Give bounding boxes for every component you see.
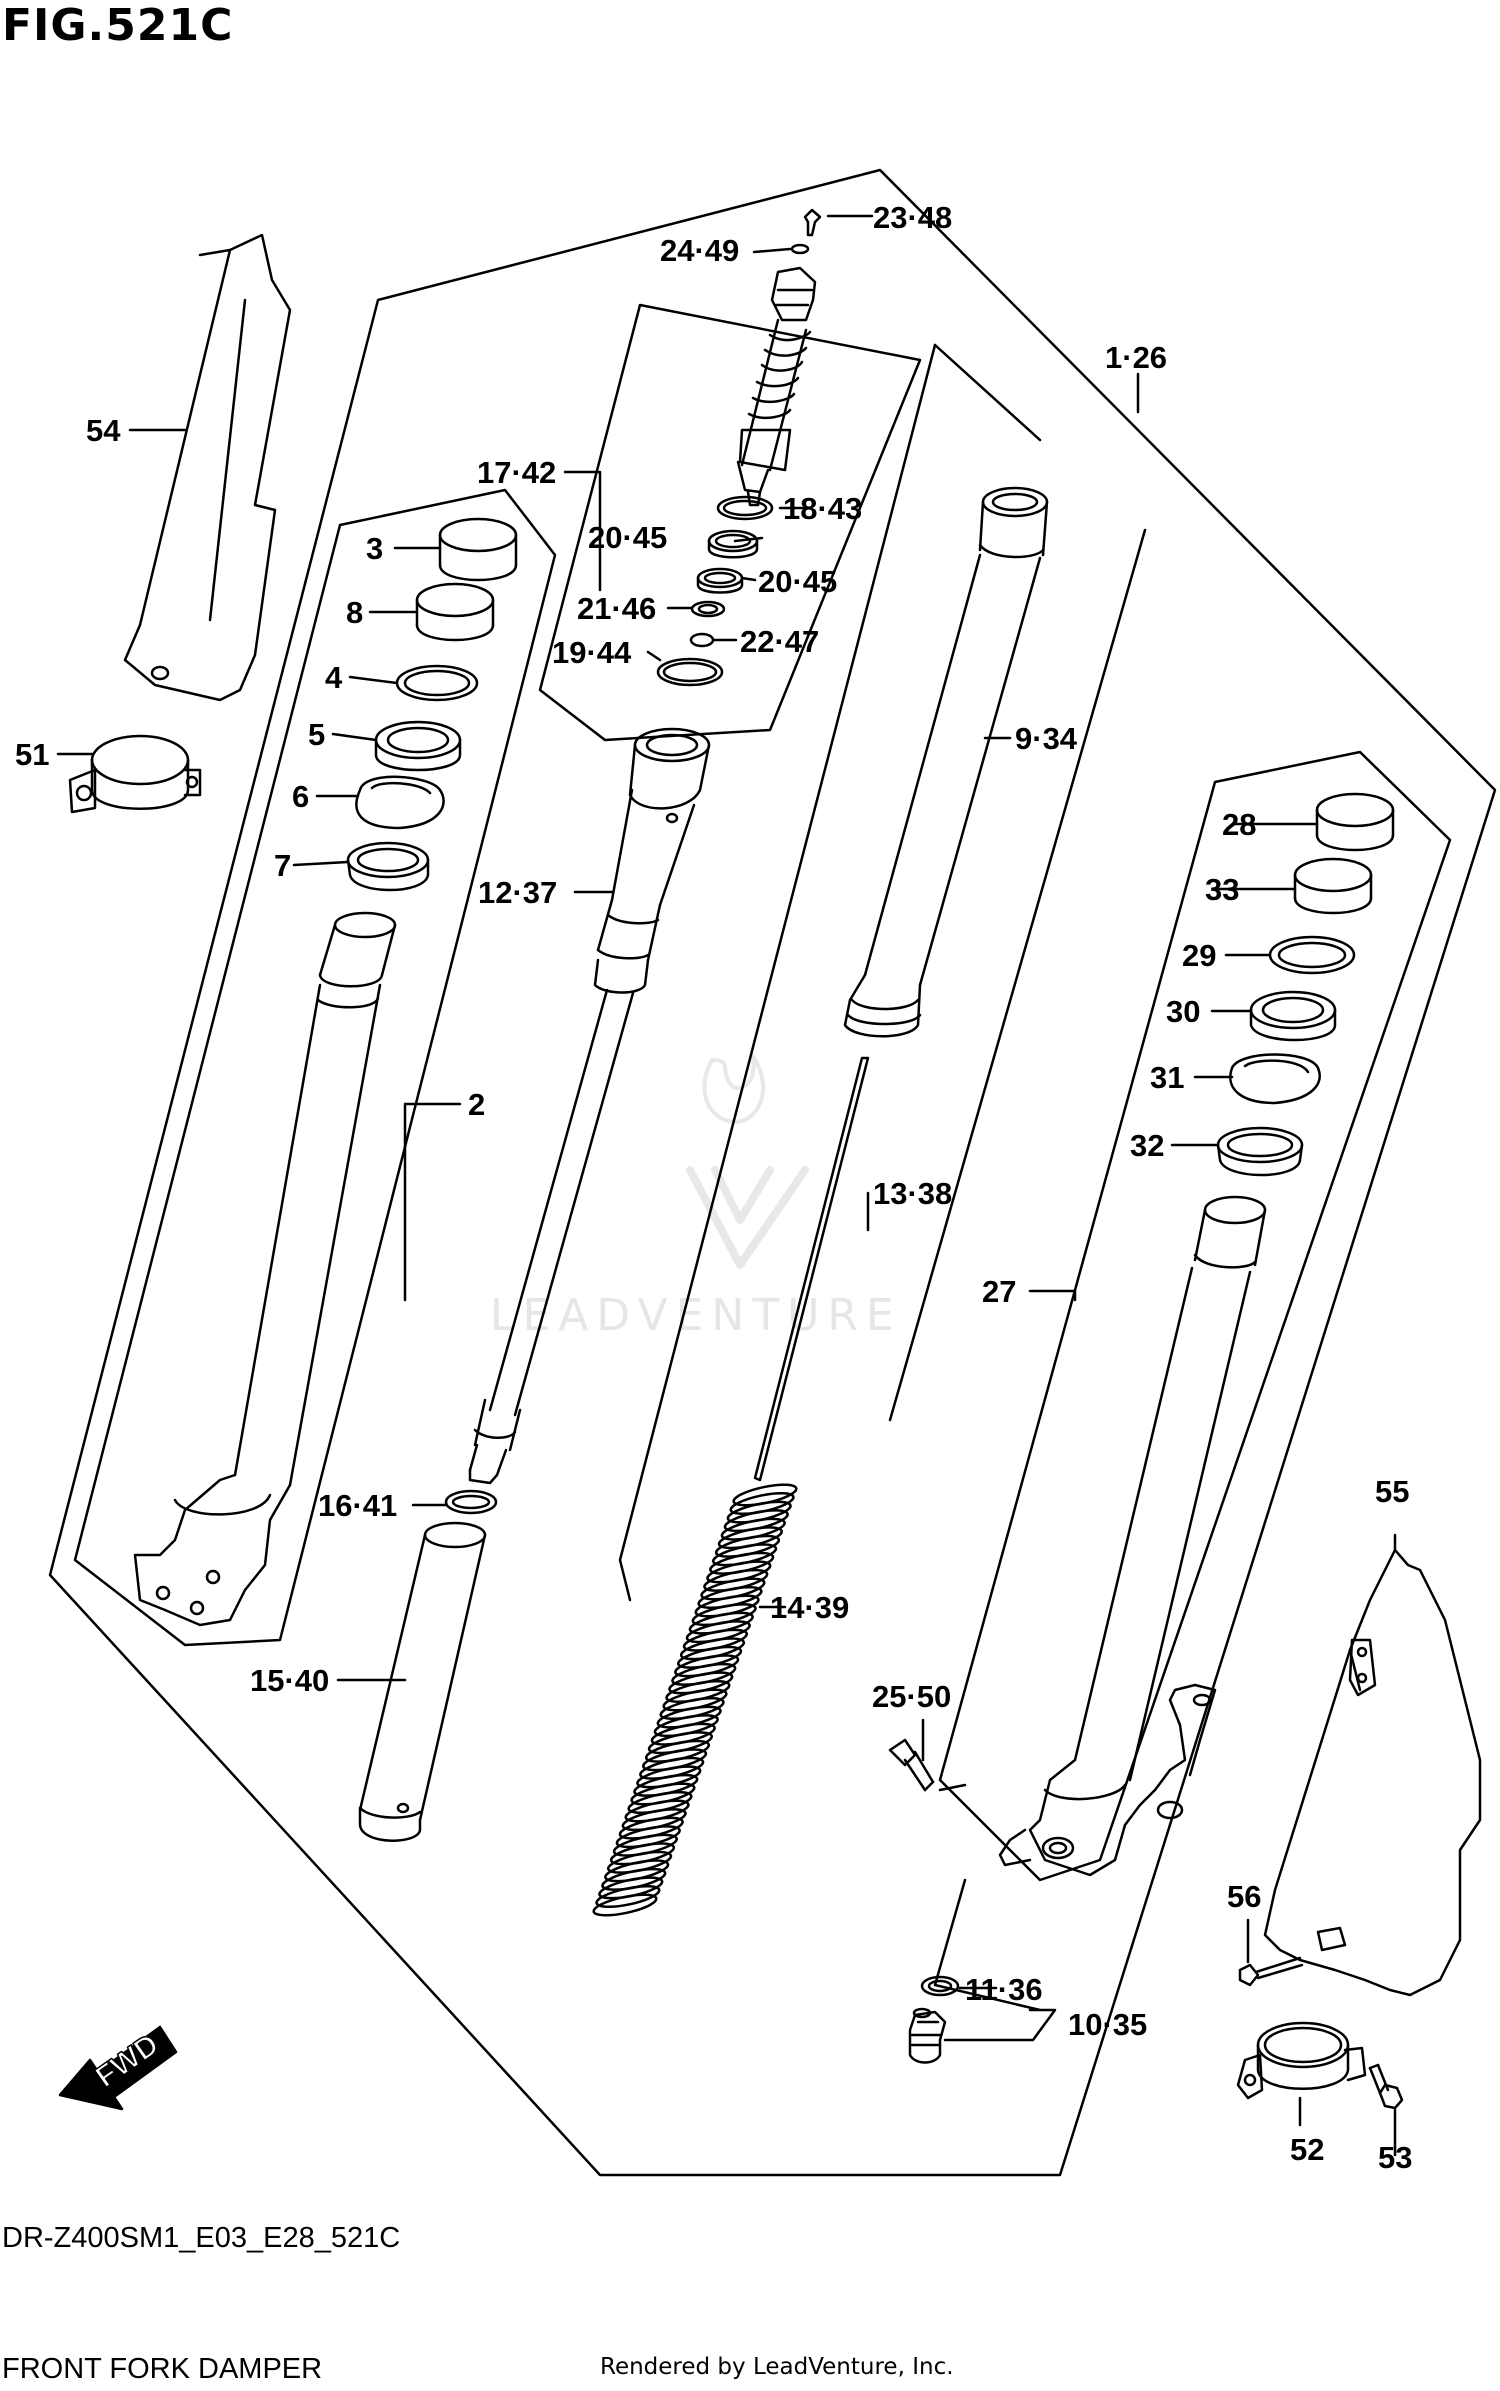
callout-7: 7 <box>274 848 291 883</box>
callout-16-41: 16·41 <box>318 1488 397 1523</box>
diagram-name: FRONT FORK DAMPER <box>2 2353 323 2385</box>
washer-24 <box>790 243 810 255</box>
o-ring-22 <box>689 632 715 648</box>
bushing-8 <box>415 582 495 642</box>
stopper-ring-31 <box>1229 1053 1321 1105</box>
callout-17-42: 17·42 <box>477 455 556 490</box>
callout-labels: 23·48 24·49 1·26 54 17·42 18·43 20·45 20… <box>15 200 1412 2175</box>
callout-20-45-lower: 20·45 <box>758 564 837 599</box>
ring-16 <box>444 1489 498 1515</box>
callout-2: 2 <box>468 1087 485 1122</box>
callout-24-49: 24·49 <box>660 233 739 268</box>
callout-10-35: 10·35 <box>1068 2007 1147 2042</box>
callout-1-26: 1·26 <box>1105 340 1167 375</box>
outer-tube-9 <box>843 486 1049 1038</box>
callout-22-47: 22·47 <box>740 624 819 659</box>
fork-spring-14 <box>592 1483 798 1917</box>
callout-28: 28 <box>1222 807 1256 842</box>
bolt-23 <box>803 208 822 237</box>
callout-15-40: 15·40 <box>250 1663 329 1698</box>
callout-31: 31 <box>1150 1060 1184 1095</box>
fork-guard-upper <box>123 233 292 702</box>
washer-21 <box>690 600 726 618</box>
rod-outline <box>618 343 937 1602</box>
seal-group-outline-right <box>938 750 1452 1882</box>
washer-4 <box>395 664 479 702</box>
fork-guard-clamp-upper <box>68 734 202 814</box>
callout-6: 6 <box>292 779 309 814</box>
oil-seal-30 <box>1249 990 1337 1042</box>
callout-18-43: 18·43 <box>783 491 862 526</box>
model-code: DR-Z400SM1_E03_E28_521C <box>2 2222 401 2254</box>
push-rod-13 <box>753 1056 870 1482</box>
callout-8: 8 <box>346 595 363 630</box>
outer-tube-outline-left <box>933 343 1042 442</box>
spring-coil <box>595 1884 661 1909</box>
damper-valve-group-outline <box>538 303 922 742</box>
spacer-tube-15 <box>358 1521 487 1842</box>
damper-rod-12 <box>468 727 711 1485</box>
callout-27: 27 <box>982 1274 1016 1309</box>
leader-lines <box>56 214 1397 2157</box>
callout-51: 51 <box>15 737 49 772</box>
fork-guard-lower <box>1263 1548 1482 1997</box>
callout-23-48: 23·48 <box>873 200 952 235</box>
figure-title: FIG.521C <box>2 0 234 51</box>
bushing-33 <box>1293 857 1373 915</box>
forward-direction-arrow[interactable]: FWD <box>58 2025 178 2111</box>
watermark: LEADVENTURE <box>490 1053 902 1341</box>
callout-33: 33 <box>1205 872 1239 907</box>
callout-56: 56 <box>1227 1879 1261 1914</box>
dust-seal-32 <box>1216 1126 1304 1177</box>
callout-29: 29 <box>1182 938 1216 973</box>
assembly-outline <box>48 168 1497 2177</box>
callout-11-36: 11·36 <box>965 1972 1043 2007</box>
callout-4: 4 <box>325 660 343 695</box>
washer-20a <box>707 529 759 559</box>
washer-20b <box>696 567 744 594</box>
oil-seal-5 <box>374 720 462 772</box>
callout-55: 55 <box>1375 1474 1409 1509</box>
callout-54: 54 <box>86 413 121 448</box>
callout-9-34: 9·34 <box>1015 721 1078 756</box>
bolt-56 <box>1238 1956 1304 1987</box>
callout-32: 32 <box>1130 1128 1164 1163</box>
inner-tube-2 <box>133 911 397 1627</box>
stopper-ring-6 <box>355 775 445 830</box>
bushing-3 <box>438 517 518 582</box>
callout-21-46: 21·46 <box>577 591 656 626</box>
callout-52: 52 <box>1290 2132 1324 2167</box>
render-credit: Rendered by LeadVenture, Inc. <box>600 2354 954 2380</box>
callout-19-44: 19·44 <box>552 635 632 670</box>
callout-13-38: 13·38 <box>873 1176 952 1211</box>
callout-12-37: 12·37 <box>478 875 557 910</box>
callout-30: 30 <box>1166 994 1200 1029</box>
damper-valve-17 <box>736 266 817 507</box>
oil-lock-outline <box>933 1878 1042 2012</box>
callout-3: 3 <box>366 531 383 566</box>
outer-tube-outline-right <box>888 528 1147 1422</box>
seal-group-outline-left <box>73 488 557 1647</box>
washer-29 <box>1268 935 1356 975</box>
spring-coil <box>592 1893 658 1917</box>
compression-valve-10 <box>908 2007 947 2064</box>
callout-53: 53 <box>1378 2140 1412 2175</box>
callout-14-39: 14·39 <box>770 1590 849 1625</box>
bushing-28 <box>1315 792 1395 852</box>
watermark-text: LEADVENTURE <box>490 1290 902 1341</box>
callout-25-50: 25·50 <box>872 1679 951 1714</box>
callout-20-45-upper: 20·45 <box>588 520 667 555</box>
callout-5: 5 <box>308 717 325 752</box>
o-ring-18 <box>716 495 774 521</box>
o-ring-19 <box>656 657 724 687</box>
inner-tube-27 <box>998 1195 1267 1877</box>
bolt-53 <box>1368 2063 1404 2110</box>
fork-guard-clamp-lower <box>1236 2021 1367 2100</box>
bolt-25 <box>888 1738 967 1792</box>
dust-seal-7 <box>346 841 430 892</box>
o-ring-11 <box>920 1975 960 1997</box>
